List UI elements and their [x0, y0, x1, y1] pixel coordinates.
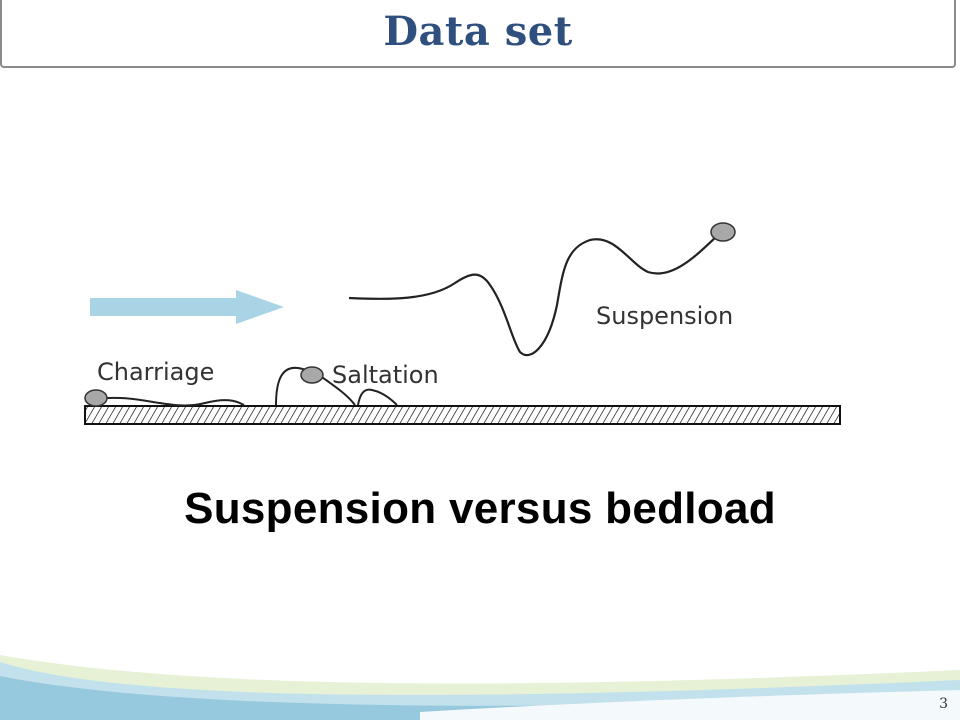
charriage-path — [95, 396, 245, 407]
charriage-particle — [84, 389, 108, 407]
page-number: 3 — [939, 696, 948, 712]
label-charriage: Charriage — [97, 358, 214, 386]
footer-wave-white — [420, 690, 960, 720]
flow-arrow — [90, 290, 284, 324]
slide-title: Data set — [383, 7, 573, 55]
slide-caption: Suspension versus bedload — [184, 484, 776, 533]
river-bed — [84, 405, 841, 425]
suspension-particle — [710, 222, 736, 242]
saltation-particle — [300, 366, 324, 384]
title-box: Data set — [0, 0, 956, 68]
saltation-path-2 — [357, 388, 398, 406]
suspension-path — [348, 234, 719, 357]
label-saltation: Saltation — [332, 361, 439, 389]
label-suspension: Suspension — [596, 302, 733, 330]
